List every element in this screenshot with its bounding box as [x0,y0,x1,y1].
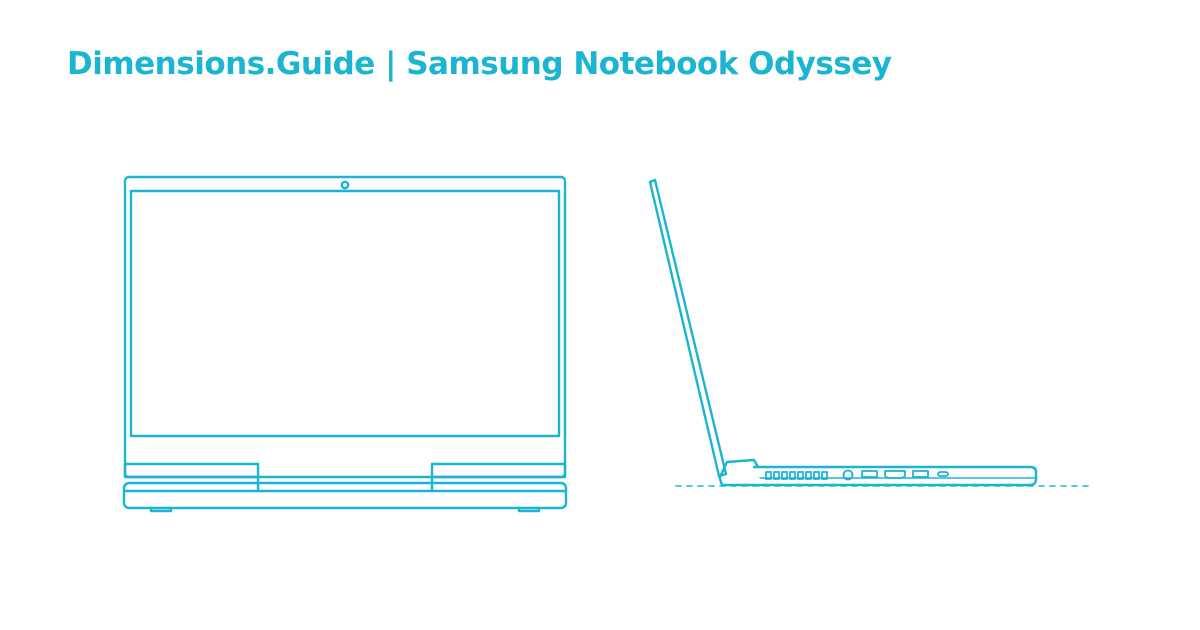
title-separator: | [385,46,396,82]
hinge-left [123,462,260,493]
foot-left [149,506,173,513]
vent-slot [813,471,820,480]
laptop-front-view-icon [122,175,568,513]
hdmi-port-icon [884,470,906,479]
vent-slot [805,471,812,480]
side-hinge [718,458,760,479]
usb-port-icon [861,470,878,478]
usb-port-icon [912,470,929,478]
webcam-icon [340,180,350,190]
side-lid [648,178,728,478]
audio-jack-icon [842,469,854,481]
vent-slot [789,471,796,480]
display-lid [123,175,567,479]
side-ports [765,469,949,481]
side-base [717,465,1038,487]
vent-slot [821,471,828,480]
product-name: Samsung Notebook Odyssey [406,46,892,82]
vent-slot [773,471,780,480]
site-name: Dimensions.Guide [67,46,375,82]
page-title: Dimensions.Guide | Samsung Notebook Odys… [67,46,892,83]
vent-slot [797,471,804,480]
vent-slot [765,471,772,480]
vent-slot [781,471,788,480]
display-screen [129,189,561,438]
usb-c-port-icon [937,471,949,477]
laptop-side-view-icon [648,178,1038,487]
hinge-right [430,462,567,493]
foot-right [517,506,541,513]
laptop-base [122,481,568,510]
